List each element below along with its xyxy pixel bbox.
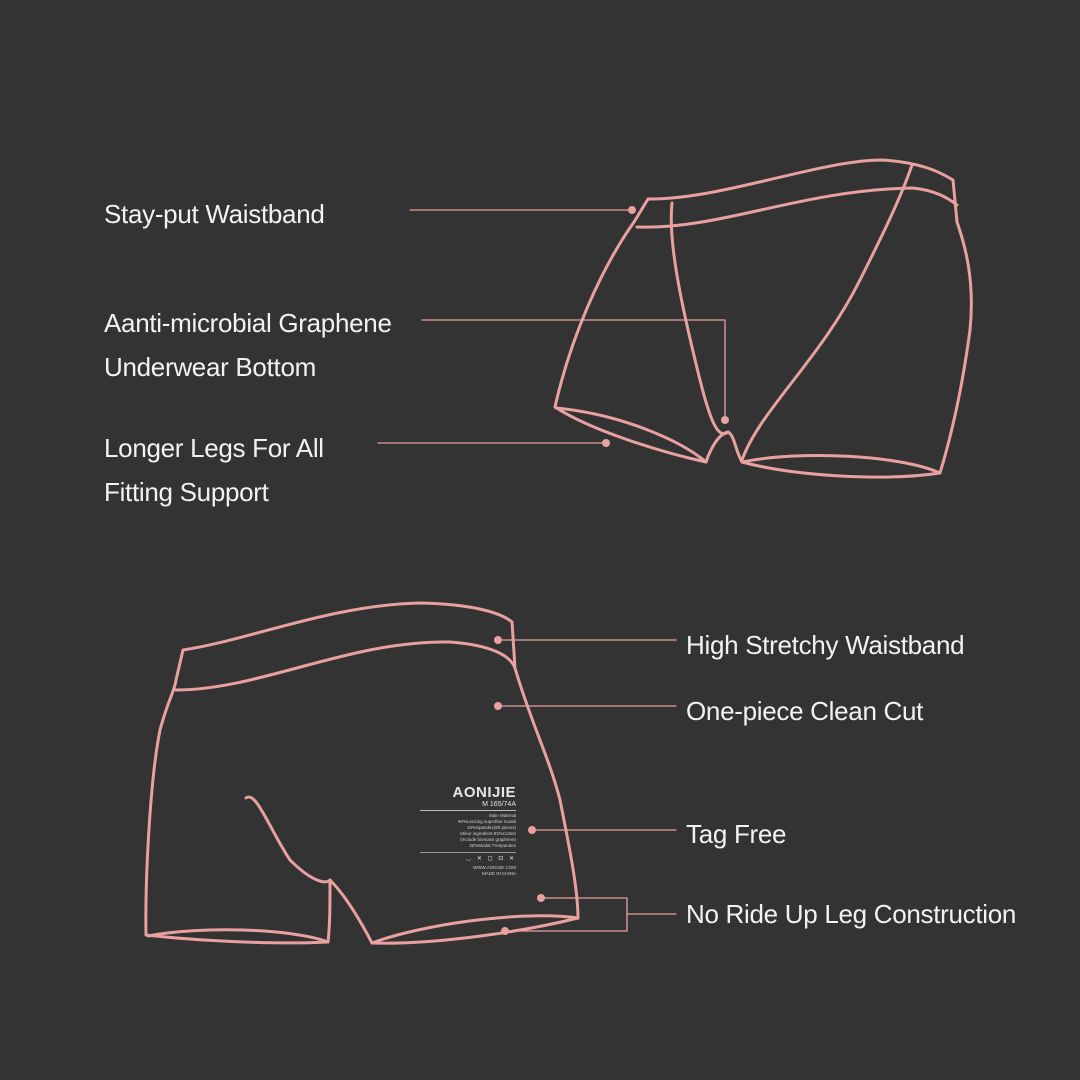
tag-line: 30%Modal 7%Spandex [469, 843, 516, 848]
callout-text: Aanti-microbial Graphene [104, 308, 392, 338]
callout-text: Fitting Support [104, 477, 269, 507]
bottom-callout-dots [494, 636, 545, 935]
callout-text: Stay-put Waistband [104, 199, 325, 229]
callout-stay-put-waistband: Stay-put Waistband [104, 192, 325, 236]
tag-origin: MADE IN CHINA [481, 871, 516, 876]
printed-tag: AONIJIE M 165/74A Main Material 90%Lenzi… [420, 784, 516, 877]
callout-tag-free: Tag Free [686, 812, 787, 856]
callout-text: One-piece Clean Cut [686, 696, 924, 726]
bottom-leader-lines [497, 639, 677, 932]
tag-brand: AONIJIE [452, 784, 516, 801]
callout-one-piece-clean-cut: One-piece Clean Cut [686, 689, 923, 733]
tag-line: 10%Spandex(90 pieces) [466, 825, 516, 830]
tag-line: Main Material [488, 813, 516, 818]
callout-no-ride-up: No Ride Up Leg Construction [686, 892, 1016, 936]
tag-line: (Include biomass graphene) [460, 837, 516, 842]
tag-website: WWW.AONIJIE.COM [473, 865, 516, 870]
callout-text: Underwear Bottom [104, 352, 316, 382]
top-leader-lines [377, 209, 726, 444]
bottom-shorts-drawing [144, 601, 580, 945]
care-icons: ◡ ✕ ◻ ⊡ ✕ [420, 852, 516, 862]
tag-line: 90%Lenzing superfine modal [457, 819, 516, 824]
top-shorts-drawing [553, 158, 973, 479]
top-callout-dots [602, 206, 729, 447]
tag-line: Minor ingredient:63%Cotton [460, 831, 516, 836]
callout-text: Longer Legs For All [104, 433, 324, 463]
callout-high-stretchy-waistband: High Stretchy Waistband [686, 623, 965, 667]
callout-text: Tag Free [686, 819, 787, 849]
callout-text: High Stretchy Waistband [686, 630, 965, 660]
tag-size: M 165/74A [420, 801, 516, 811]
callout-text: No Ride Up Leg Construction [686, 899, 1017, 929]
